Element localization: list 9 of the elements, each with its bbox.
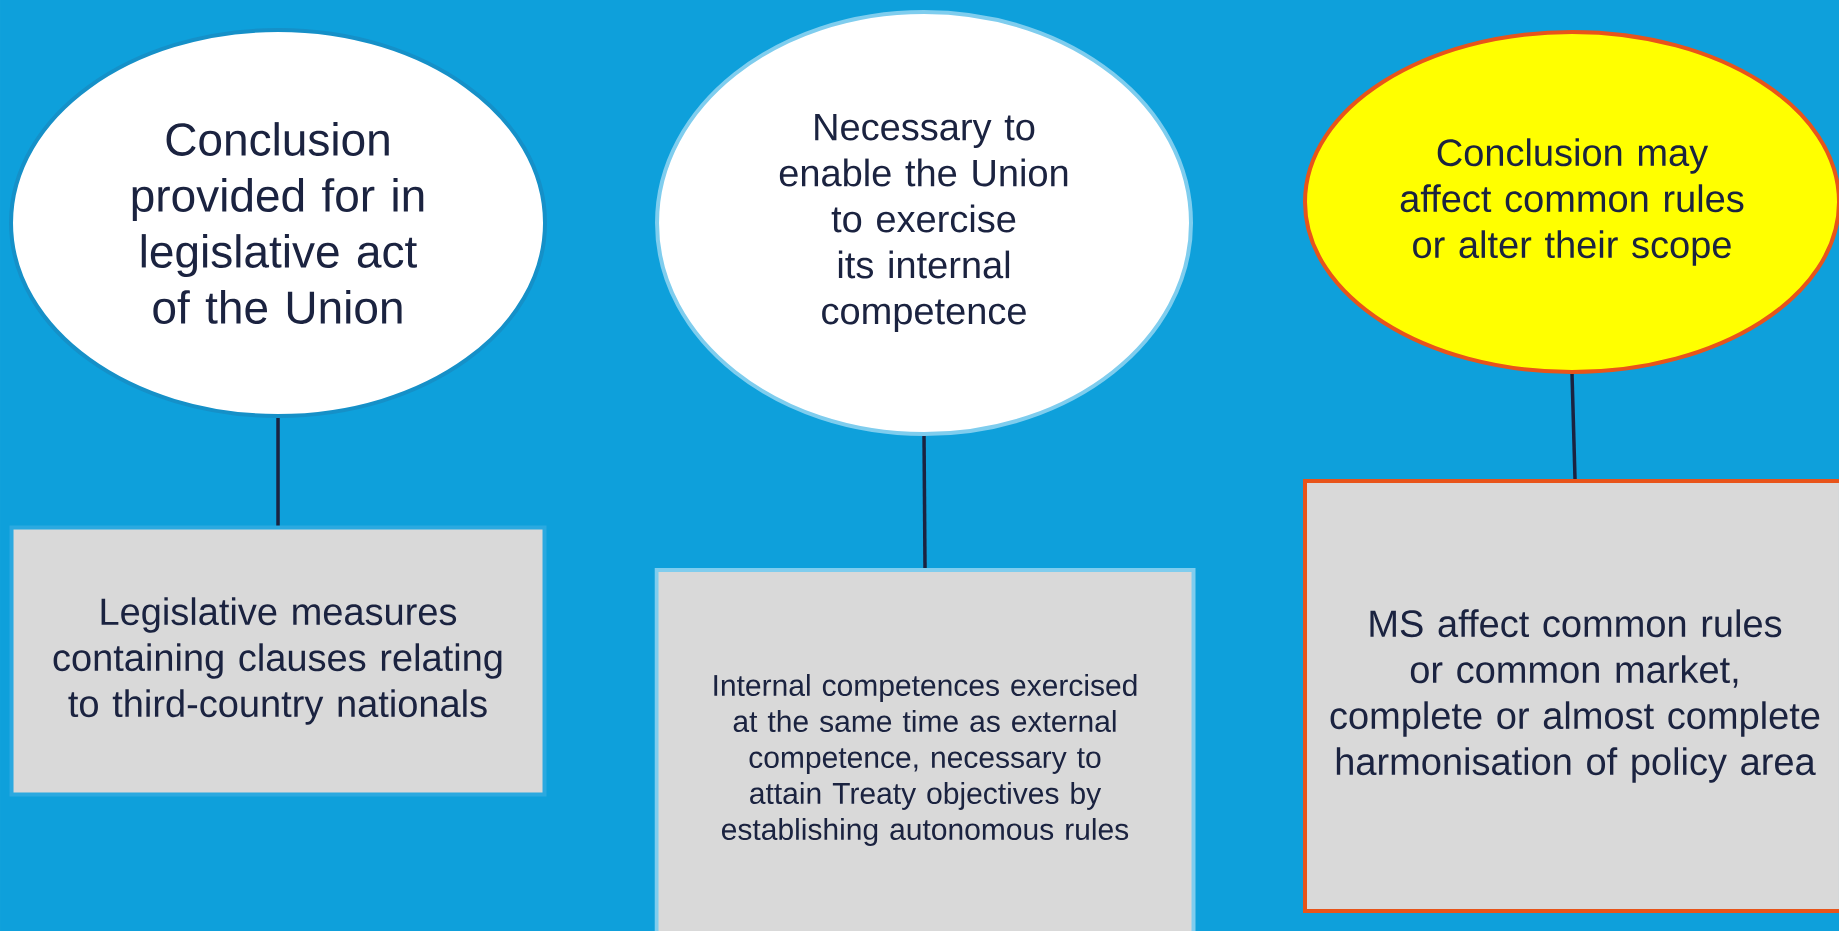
oval-node: Necessary to enable the Union to exercise its internal competence <box>655 10 1193 436</box>
connector-line <box>1570 373 1577 480</box>
oval-node: Conclusion may affect common rules or alter their scope <box>1303 30 1839 374</box>
connector-line <box>922 436 927 568</box>
text-box: Internal competences exercised at the same time as external competence, necessary to attain Treaty objectives by establishing autonomous rules <box>654 568 1196 931</box>
connector-line <box>276 418 280 526</box>
text-box: Legislative measures containing clauses relating to third-country nationals <box>9 525 547 797</box>
text-box: MS affect common rules or common market, complete or almost complete harmonisation of policy area <box>1303 479 1839 913</box>
oval-node: Conclusion provided for in legislative act of the Union <box>9 28 547 418</box>
